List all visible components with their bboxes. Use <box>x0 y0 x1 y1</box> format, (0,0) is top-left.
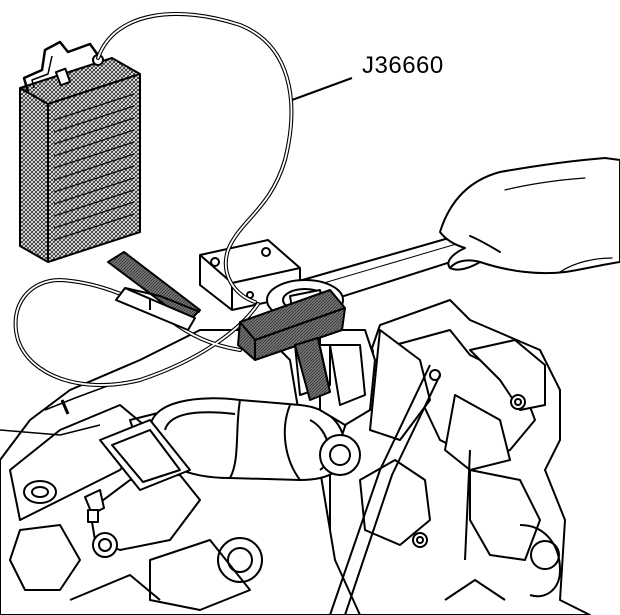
engine-icon <box>0 299 591 615</box>
wrench-icon <box>237 231 483 401</box>
callout-leader-line <box>291 77 353 101</box>
hand-icon <box>439 157 620 275</box>
clamp-icon <box>107 251 201 331</box>
meter-icon <box>19 40 141 263</box>
tool-number-label: J36660 <box>362 52 444 79</box>
